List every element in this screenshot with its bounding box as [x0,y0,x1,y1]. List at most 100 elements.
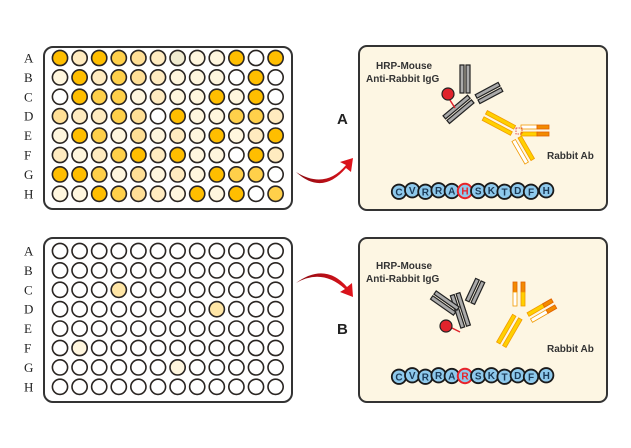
well-f7 [169,339,186,357]
well-b11 [247,69,265,86]
well-c7 [169,88,186,106]
well-e5 [129,127,147,144]
well-d11 [247,107,265,125]
well-g3 [90,358,108,376]
row-label-g: G [24,167,33,182]
well-c9 [208,88,226,106]
well-b8 [188,69,206,86]
well-d10 [227,300,245,318]
well-f8 [188,146,206,164]
panel-a-secondary-line1: HRP-Mouse [376,61,433,72]
amino-acid-label-4: R [435,371,443,382]
plate-bottom-wells [51,242,284,396]
well-f10 [227,146,245,164]
amino-acid-label-10: D [514,371,521,382]
amino-acid-label-2: V [409,186,416,197]
well-g9 [208,165,226,183]
well-e3 [90,127,108,144]
amino-acid-label-10: D [514,186,521,197]
amino-acid-12 [538,367,555,384]
well-h8 [188,185,206,203]
row-label-d: D [24,109,33,124]
well-a7 [169,242,186,260]
well-g5 [129,165,147,183]
amino-acid-label-6: R [461,372,469,383]
well-a12 [267,49,284,67]
well-a12 [267,242,284,260]
well-c3 [90,281,108,299]
well-f2 [71,339,88,357]
well-a10 [227,49,245,67]
well-d2 [71,300,88,318]
well-c5 [129,88,147,106]
well-h5 [129,378,147,396]
amino-acid-label-7: S [475,372,482,383]
well-c10 [227,281,245,299]
well-h2 [71,378,88,396]
arrow-a: A [296,111,353,184]
well-a5 [129,49,147,67]
well-h7 [169,185,186,203]
well-f10 [227,339,245,357]
well-h9 [208,185,226,203]
well-g4 [110,358,128,376]
well-h8 [188,378,206,396]
well-f8 [188,339,206,357]
well-d12 [267,300,284,318]
well-e11 [247,320,265,337]
well-d5 [129,300,147,318]
well-e12 [267,127,284,144]
primary-antibody-b [495,281,558,349]
well-c7 [169,281,186,299]
well-b7 [169,261,186,279]
well-b5 [129,261,147,279]
well-d1 [51,300,69,318]
well-c11 [247,88,265,106]
well-e6 [149,127,167,144]
well-g3 [90,165,108,183]
well-e11 [247,127,265,144]
well-g8 [188,165,206,183]
well-f6 [149,339,167,357]
well-f11 [247,146,265,164]
well-b6 [149,261,167,279]
row-label-b: B [24,263,33,278]
row-label-c: C [24,282,33,297]
row-label-e: E [24,128,32,143]
well-g6 [149,358,167,376]
plate-top-frame [43,46,293,210]
amino-acid-label-9: T [502,187,508,198]
well-f12 [267,339,284,357]
well-d7 [169,107,186,125]
well-h11 [247,378,265,396]
well-e7 [169,320,186,337]
well-a11 [247,49,265,67]
well-f9 [208,339,226,357]
well-c6 [149,281,167,299]
well-e3 [90,320,108,337]
well-b1 [51,69,69,86]
well-f1 [51,146,69,164]
well-e8 [188,320,206,337]
well-a4 [110,242,128,260]
well-a4 [110,49,128,67]
well-e1 [51,320,69,337]
well-h12 [267,185,284,203]
well-e1 [51,127,69,144]
well-a9 [208,49,226,67]
well-b11 [247,261,265,279]
well-a1 [51,242,69,260]
panel-b-secondary-line1: HRP-Mouse [376,261,433,272]
well-d2 [71,107,88,125]
well-a1 [51,49,69,67]
well-h6 [149,378,167,396]
well-b2 [71,69,88,86]
well-h7 [169,378,186,396]
well-b1 [51,261,69,279]
panel-b-primary-label: Rabbit Ab [547,344,594,355]
well-b3 [90,261,108,279]
well-b7 [169,69,186,86]
well-b10 [227,261,245,279]
amino-acid-label-11: F [528,372,534,383]
